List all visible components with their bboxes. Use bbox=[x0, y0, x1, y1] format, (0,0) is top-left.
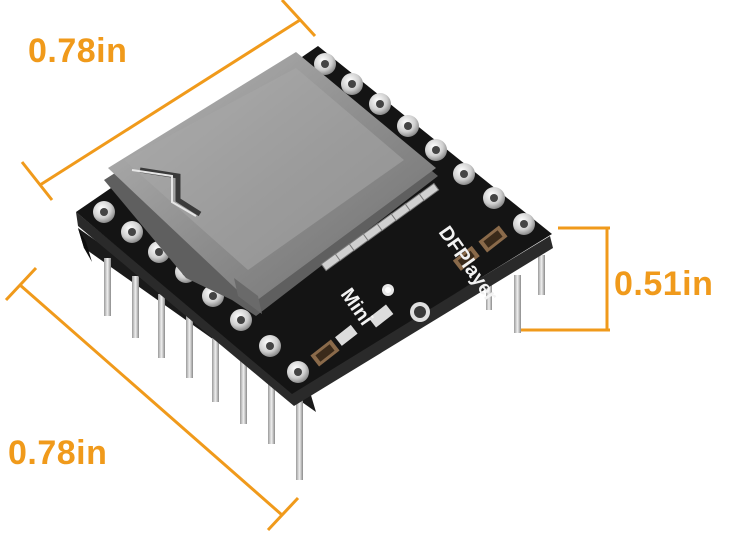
sd-contacts bbox=[320, 182, 440, 272]
dimension-label-width-bottom: 0.78in bbox=[8, 434, 108, 472]
pin-pads-back bbox=[314, 53, 535, 235]
front-pins bbox=[104, 258, 303, 480]
dimension-line-top bbox=[20, 0, 317, 201]
dimension-line-right bbox=[520, 226, 610, 332]
dimension-line-bottom bbox=[4, 266, 300, 532]
smd-components bbox=[310, 225, 508, 367]
dimension-label-height: 0.51in bbox=[614, 265, 714, 303]
microsd-slot bbox=[104, 52, 438, 316]
back-pins bbox=[486, 255, 545, 333]
dimension-label-width-top: 0.78in bbox=[28, 32, 128, 70]
